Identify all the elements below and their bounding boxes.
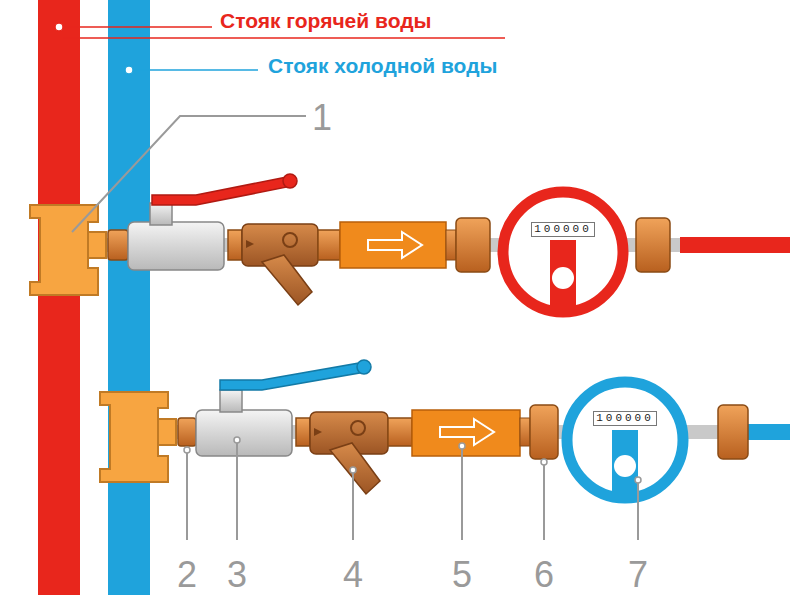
callout-number: 3	[227, 557, 247, 593]
callout-number: 2	[177, 557, 197, 593]
cold-line	[100, 360, 790, 498]
callout-number: 6	[534, 557, 554, 593]
callout-number: 5	[452, 557, 472, 593]
callout-number: 7	[628, 557, 648, 593]
hot-riser	[38, 0, 80, 595]
riser-label: Стояк холодной воды	[268, 55, 497, 76]
riser-label: Стояк горячей воды	[220, 10, 432, 31]
callout-number: 1	[312, 100, 332, 136]
leader-lines	[72, 116, 638, 540]
cold-riser	[108, 0, 150, 595]
hot-line	[30, 174, 790, 312]
callout-number: 4	[343, 557, 363, 593]
meter-counter: 100000	[531, 222, 595, 237]
meter-counter: 100000	[593, 411, 657, 426]
